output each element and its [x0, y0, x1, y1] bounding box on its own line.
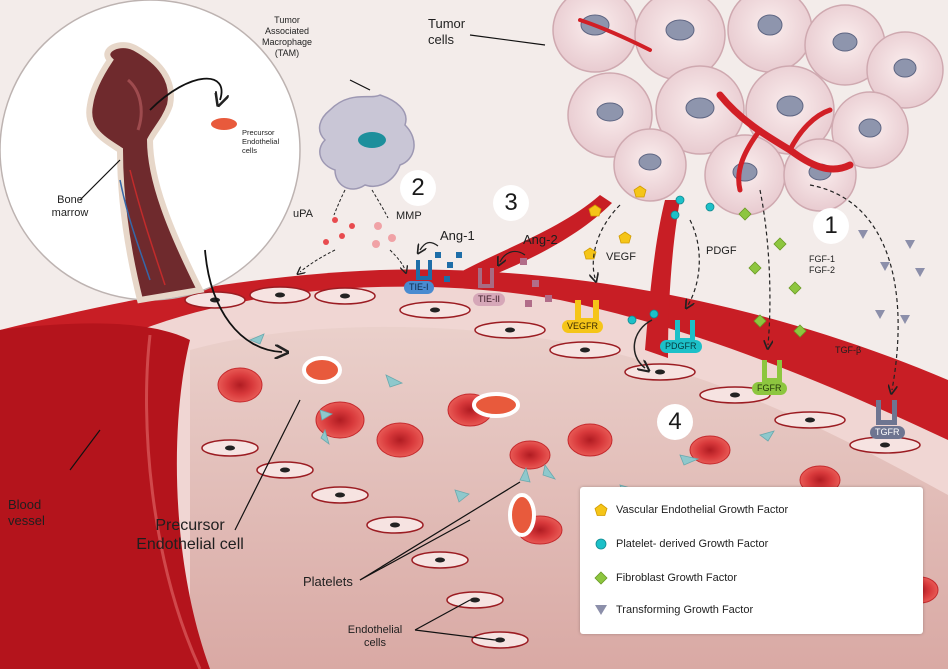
fgf-text: FGF-1 FGF-2 — [809, 254, 835, 275]
step-1-badge: 1 — [813, 208, 849, 244]
legend-text-fgf: Fibroblast Growth Factor — [616, 572, 738, 584]
fgf-diamond-icon — [594, 571, 608, 585]
tgf-molecules — [858, 230, 925, 324]
legend-item-pdgf: Platelet- derived Growth Factor — [594, 535, 768, 553]
precursor-big-text: Precursor Endothelial cell — [136, 517, 244, 553]
fgfr-receptor — [762, 360, 782, 383]
legend-box: Vascular Endothelial Growth Factor Plate… — [580, 487, 923, 634]
upa-label: uPA — [293, 208, 313, 220]
upa-dots — [323, 217, 355, 245]
tie1-tag: TIE-I — [404, 281, 434, 294]
fgf-label: FGF-1 FGF-2 — [809, 254, 835, 276]
tam-label: Tumor Associated Macrophage (TAM) — [247, 15, 327, 59]
bone-marrow-text: Bone marrow — [51, 194, 89, 219]
step-4-badge: 4 — [657, 404, 693, 440]
step-3-badge: 3 — [493, 185, 529, 221]
legend-text-vegf: Vascular Endothelial Growth Factor — [616, 504, 789, 516]
bone-marrow-inset — [0, 0, 301, 304]
pdgf-circle-icon — [595, 538, 607, 550]
endothelial-nuclei-top — [210, 292, 890, 448]
tie1-receptor — [416, 260, 432, 280]
migration-arrow — [204, 249, 282, 352]
tumor-cells-text: Tumor cells — [428, 16, 466, 47]
blood-vessel-text: Blood vessel — [8, 497, 45, 528]
blood-vessel-label: Blood vessel — [8, 497, 45, 529]
pdgfr-receptor — [675, 320, 695, 343]
tam-cell — [318, 79, 415, 190]
tgf-label: TGF-β — [835, 345, 862, 355]
ang1-molecules — [435, 252, 462, 282]
legend-item-vegf: Vascular Endothelial Growth Factor — [594, 501, 788, 519]
legend-text-pdgf: Platelet- derived Growth Factor — [616, 538, 769, 550]
legend-item-tgf: Transforming Growth Factor — [594, 601, 753, 619]
step-2-badge: 2 — [400, 170, 436, 206]
precursor-big-label: Precursor Endothelial cell — [115, 516, 265, 554]
vessel-left-segment — [0, 323, 210, 669]
sprouting-vessels — [455, 195, 680, 358]
tie2-receptor — [478, 268, 494, 288]
mmp-dots — [372, 222, 396, 248]
tgf-triangle-icon — [595, 605, 607, 615]
tie2-tag: TIE-II — [473, 293, 505, 306]
tgfr-receptor — [876, 400, 897, 425]
ang2-label: Ang-2 — [523, 232, 558, 247]
precursor-small-text: Precursor Endothelial cells — [242, 128, 280, 155]
ang2-molecules — [520, 258, 552, 307]
tumor-cluster — [552, 0, 944, 216]
legend-text-tgf: Transforming Growth Factor — [616, 604, 754, 616]
pdgf-label: PDGF — [706, 245, 737, 257]
pdgfr-tag: PDGFR — [660, 340, 702, 353]
endothelial-cells-text: Endothelial cells — [347, 624, 403, 649]
endothelial-cells-label: Endothelial cells — [340, 624, 410, 650]
ang1-label: Ang-1 — [440, 228, 475, 243]
tumor-cells-label: Tumor cells — [428, 16, 465, 48]
vegfr-receptor — [575, 300, 599, 323]
vegf-label: VEGF — [606, 251, 636, 263]
fgf-molecules — [738, 207, 807, 338]
tgfr-tag: TGFR — [870, 426, 905, 439]
bone-shape — [86, 42, 205, 304]
vegfr-tag: VEGFR — [562, 320, 604, 333]
precursor-small-label: Precursor Endothelial cells — [242, 128, 279, 155]
tam-text: Tumor Associated Macrophage (TAM) — [261, 15, 313, 58]
vegf-pentagon-icon — [594, 503, 608, 516]
bone-marrow-label: Bone marrow — [40, 194, 100, 220]
vegf-molecules — [583, 185, 647, 260]
platelets-label: Platelets — [303, 574, 353, 589]
pdgf-molecules — [627, 195, 715, 325]
legend-item-fgf: Fibroblast Growth Factor — [594, 569, 737, 587]
mmp-label: MMP — [396, 210, 422, 222]
fgfr-tag: FGFR — [752, 382, 787, 395]
